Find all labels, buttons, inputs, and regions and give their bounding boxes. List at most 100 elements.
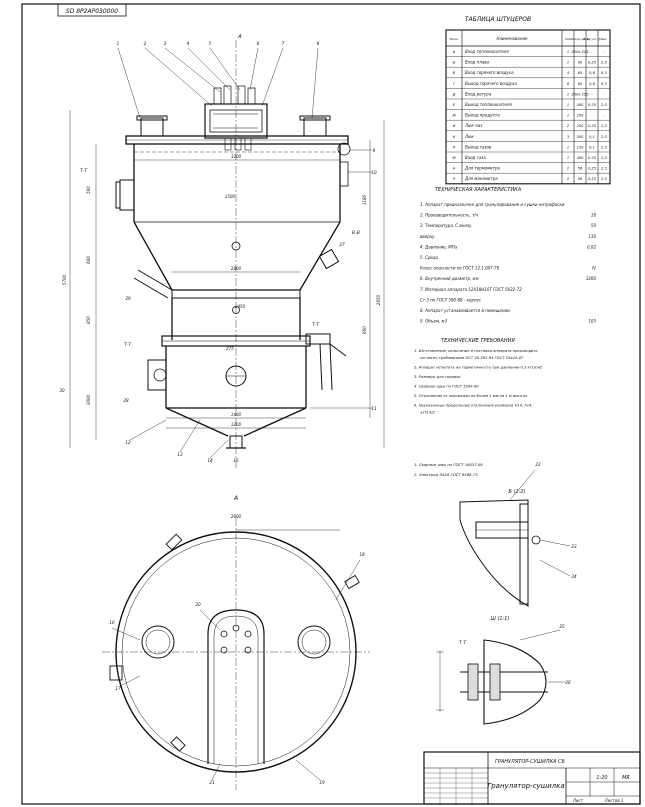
nozzle-table-cell: Выход горячего воздуха <box>465 81 517 86</box>
view-direction-label: А <box>237 34 242 40</box>
tech-note-item: 2. Электрод Э42А ГОСТ 9466-75 <box>414 472 478 477</box>
sheet-label: Лист <box>572 798 584 803</box>
tech-char-value: 3200 <box>586 276 597 281</box>
tech-char-value: 105 <box>588 319 596 324</box>
nozzle-table-cell: - <box>603 92 605 96</box>
tech-char-item: 8. Аппарат устанавливается в помещении <box>420 308 510 313</box>
callout-number: 13 <box>177 452 183 457</box>
title-block <box>423 751 641 805</box>
nozzle-table-cell: 0,25 <box>588 103 597 107</box>
nozzle-table-cell: 2,5 <box>601 167 607 171</box>
nozzle-table-cell: Ж <box>451 114 456 118</box>
dimension-label: 1200 <box>231 422 242 427</box>
nozzle-table-cell: 0,25 <box>588 177 597 181</box>
callout-number: 28 <box>123 398 129 403</box>
nozzle-table-cell: Вход газа <box>465 155 486 160</box>
nozzle-table-cell: Л <box>452 145 456 149</box>
nozzle-table-cell: 0,1 <box>589 135 595 139</box>
nozzle-table-cell: И <box>453 124 456 128</box>
tech-char-value: 130 <box>588 234 596 239</box>
nozzle-table-header: Проход усл. Dу <box>570 37 591 41</box>
section-label-tt: Т-Т <box>80 168 88 174</box>
nozzle-table-cell: Выход продукта <box>465 113 500 118</box>
callout-number: 24 <box>571 574 577 579</box>
tech-req-item: ±IT14/2 <box>420 411 435 415</box>
nozzle-table-cell: Е <box>453 103 456 107</box>
nozzle-table-cell: 6,3 <box>601 71 607 75</box>
section-label-tt-b: Т-Т <box>312 322 320 328</box>
callout-number: 26 <box>565 680 571 685</box>
nozzle-table-cell: Вход горячего воздуха <box>465 70 514 75</box>
nozzle-table-cell: Вход теплоносителя <box>465 49 509 54</box>
tech-char-list: 1. Аппарат предназначен для гранулирован… <box>420 202 596 324</box>
top-stamp-text: SD 8P2AP030000 <box>66 8 118 15</box>
nozzle-table-cell: 1 <box>567 50 569 54</box>
callout-number: 1 <box>117 41 120 46</box>
nozzle-table-cell: 2,5 <box>601 124 607 128</box>
detail-2-label: Ш (1:1) <box>491 616 510 622</box>
callout-number: 21 <box>209 780 215 785</box>
callout-number: 2 <box>144 41 147 46</box>
nozzle-table-cell: Н <box>453 167 456 171</box>
nozzle-table-cell: 56 <box>578 177 583 181</box>
nozzle-table-cell: А <box>452 50 456 54</box>
nozzle-table-cell: 0,25 <box>588 124 597 128</box>
nozzle-table-cell: 1 <box>567 145 569 149</box>
mass-value: MR <box>622 775 630 781</box>
nozzle-table-cell: Вход ретура <box>465 91 492 96</box>
callout-number: 18 <box>359 552 365 557</box>
callout-number: 23 <box>571 544 577 549</box>
callout-number: 5 <box>209 41 212 46</box>
section-label-vv: В-В <box>352 230 360 236</box>
nozzle-table-header: Давл. усл. Pу <box>582 37 601 41</box>
nozzle-table-cell: Г <box>453 82 456 86</box>
callout-number: 14 <box>207 458 213 463</box>
tech-req-item: 1. Изготовление, испытание и поставка ап… <box>414 349 538 353</box>
dimension-label: 3200 <box>231 154 242 159</box>
tech-char-item: 2. Производительность, т/ч <box>420 213 479 218</box>
tech-note-item: 1. Сварные швы по ГОСТ 16037-80 <box>414 462 484 467</box>
drawing-name: Гранулятор-сушилка <box>487 782 564 790</box>
nozzle-table-cell: 250 <box>577 114 585 118</box>
tech-char-item: 7. Материал аппарата 12Х18Н10Т ГОСТ 5632… <box>420 287 522 292</box>
tech-char-item: 4. Давление, МПа <box>420 244 458 249</box>
nozzle-table-cell: Вход плава <box>465 60 490 65</box>
tech-req-title: ТЕХНИЧЕСКИЕ ТРЕБОВАНИЯ <box>441 338 515 344</box>
tech-char-item: 1. Аппарат предназначен для гранулирован… <box>420 202 565 207</box>
nozzle-table-cell: 3 <box>567 135 570 139</box>
tech-char-value: 18 <box>591 213 597 218</box>
nozzle-table-cell: 6,3 <box>601 82 607 86</box>
dimension-label: 600 <box>362 326 367 334</box>
outer-frame <box>21 3 641 805</box>
callout-number: 25 <box>559 624 565 629</box>
tech-char-item: Ст 3 по ГОСТ 380-88 - корпус <box>420 297 482 302</box>
doc-code: ГРАНУЛЯТОР-СУШИЛКА СБ <box>495 759 566 765</box>
nozzle-table-cell: 1 <box>567 156 569 160</box>
tech-req-item: согласно требованиям ОСТ 26-291-94 ГОСТ … <box>420 356 524 360</box>
tech-req-item: 6. Неуказанные предельные отклонения раз… <box>414 404 533 408</box>
detail-1-view <box>459 469 571 607</box>
callout-number: 15 <box>233 458 239 463</box>
nozzle-table-cell: 0,6 <box>589 82 595 86</box>
dimension-label: 1500 <box>225 194 236 199</box>
nozzle-table-cell: В <box>453 71 456 75</box>
nozzle-table-cell: Для термометра <box>464 166 501 171</box>
callout-number: 6 <box>257 41 260 46</box>
callout-number: 20 <box>195 602 201 607</box>
tech-req-list: 1. Изготовление, испытание и поставка ап… <box>414 349 543 415</box>
nozzle-table-cell: М <box>452 156 455 160</box>
nozzle-table-cell: 0,1 <box>589 145 595 149</box>
callout-number: 19 <box>319 780 325 785</box>
nozzle-table-cell: 250x 250 <box>572 92 590 96</box>
dimension-label: 2450 <box>235 304 246 309</box>
tech-char-item: 9. Объем, м3 <box>420 319 448 324</box>
nozzle-table-cell: П <box>453 177 456 181</box>
vessel-top-view <box>102 518 370 790</box>
nozzle-table-cell: Люк-лаз <box>464 123 482 128</box>
front-view-labels: 3200280014001200500600850300057001180600… <box>59 34 577 785</box>
detail-2-view <box>436 629 566 725</box>
nozzle-table-cell: 250 <box>577 124 585 128</box>
nozzle-table-cell: - <box>603 114 605 118</box>
